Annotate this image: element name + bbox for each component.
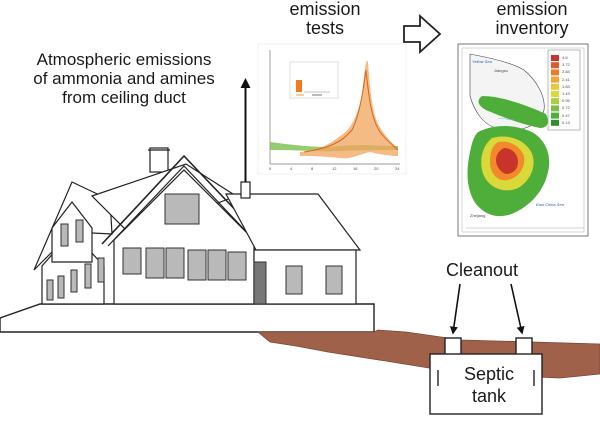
legend-value: 4.6 xyxy=(562,55,568,60)
map-legend-swatches xyxy=(551,55,559,126)
right-wing-roof xyxy=(224,193,362,251)
flow-arrow xyxy=(403,13,442,55)
tests-x-tick-label: 4 xyxy=(290,166,293,171)
legend-swatch xyxy=(551,69,559,76)
ceiling-duct-pipe xyxy=(240,181,251,199)
map-green-strip xyxy=(478,96,548,128)
legend-swatch xyxy=(551,91,559,97)
legend-value: 1.43 xyxy=(562,91,570,96)
atmospheric-line-1: Atmospheric emissions xyxy=(36,50,212,69)
atmospheric-emissions-label: Atmospheric emissions of ammonia and ami… xyxy=(2,50,246,107)
septic-system xyxy=(429,337,543,415)
emission-inventory-line-2: inventory xyxy=(495,17,569,38)
cleanout-label: Cleanout xyxy=(445,260,519,280)
house-door xyxy=(253,261,267,305)
legend-value: 0.47 xyxy=(562,112,570,118)
emission-inventory-line-1: emission xyxy=(496,0,568,19)
legend-swatch xyxy=(551,62,559,69)
emission-tests-line-1: emission xyxy=(289,0,361,19)
tests-x-tick-label: 8 xyxy=(311,166,314,171)
map-label-yellow-sea: Yellow Sea xyxy=(472,59,492,64)
septic-tank-line-1: Septic xyxy=(463,364,515,384)
tests-orange-band xyxy=(300,60,398,159)
map-label-jiangsu: Jiangsu xyxy=(494,68,508,73)
legend-value: 3.72 xyxy=(562,62,570,68)
legend-swatch xyxy=(551,76,559,83)
tests-inset xyxy=(289,61,339,99)
emission-tests-line-2: tests xyxy=(305,17,344,38)
emission-tests-chart xyxy=(257,43,407,175)
septic-tank-line-2: tank xyxy=(471,385,507,406)
legend-value: 1.83 xyxy=(562,83,570,89)
cleanout-arrow-left xyxy=(449,283,461,335)
emission-inventory-label: emission inventory xyxy=(468,0,596,38)
legend-swatch xyxy=(551,119,559,126)
tests-x-tick-label: 24 xyxy=(395,166,400,171)
inset-bar xyxy=(296,80,302,92)
chimney xyxy=(149,147,169,173)
atmospheric-line-3: from ceiling duct xyxy=(62,88,186,108)
legend-value: 0.72 xyxy=(562,105,570,111)
house-windows xyxy=(46,193,343,301)
emission-inventory-map xyxy=(457,43,589,237)
legend-value: 0.95 xyxy=(562,98,570,104)
septic-tank-box xyxy=(429,353,543,415)
soil xyxy=(256,329,600,379)
legend-swatch xyxy=(551,112,559,119)
emission-tests-label: emission tests xyxy=(270,0,380,38)
tests-x-tick-label: 16 xyxy=(353,166,358,171)
septic-tank-label: Septic tank xyxy=(441,364,537,407)
legend-swatch xyxy=(551,83,559,90)
left-dormer xyxy=(51,201,93,263)
ground-slab xyxy=(0,303,375,333)
cleanout-arrow-right xyxy=(510,283,525,335)
legend-value: 0.13 xyxy=(562,119,570,125)
legend-swatch xyxy=(551,105,559,112)
tests-x-tick-label: 12 xyxy=(332,166,337,171)
atmospheric-line-2: of ammonia and amines xyxy=(33,69,215,89)
legend-value: 2.41 xyxy=(562,76,570,82)
map-label-zhejiang: Zhejiang xyxy=(470,213,486,218)
map-label-east-china-sea: East China Sea xyxy=(536,202,564,207)
tests-orange-line xyxy=(303,69,399,153)
legend-value: 2.84 xyxy=(562,69,570,75)
tests-x-tick-label: 0 xyxy=(269,166,272,171)
map-red-zone xyxy=(496,148,518,174)
legend-swatch xyxy=(551,98,559,105)
tests-x-tick-label: 20 xyxy=(374,166,379,171)
legend-swatch xyxy=(551,55,559,61)
